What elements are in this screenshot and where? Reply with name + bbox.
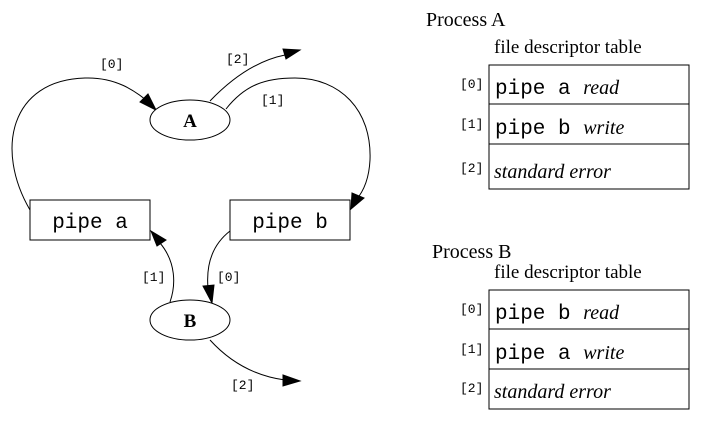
process-label: A <box>183 111 197 132</box>
table-row: [0] pipe b read <box>460 302 620 326</box>
edge-label: [2] <box>231 378 254 393</box>
edge-label: [1] <box>261 93 284 108</box>
fd-entry-name: pipe b <box>495 118 583 141</box>
fd-entry: pipe a write <box>495 342 624 366</box>
edge-B-to-pipe-a: [1] <box>142 229 175 303</box>
table-title: Process A <box>426 9 506 31</box>
fd-entry: pipe a read <box>495 77 620 101</box>
pipe-box <box>229 199 351 241</box>
edge-line <box>209 339 286 381</box>
edge-pipe-b-to-B: [0] <box>202 230 240 305</box>
pipe-box <box>29 199 151 241</box>
arrowhead <box>350 192 365 211</box>
table-frame <box>488 64 690 190</box>
pipe-label: pipe b <box>252 212 328 235</box>
fd-entry: standard error <box>494 161 611 183</box>
fd-entry: standard error <box>494 381 611 403</box>
fd-index: [1] <box>460 117 483 132</box>
edge-line <box>11 77 153 211</box>
process-ellipse <box>149 299 231 341</box>
edge-pipe-a-to-A: [0] <box>11 57 158 211</box>
table-row: [0] pipe a read <box>460 77 620 101</box>
table-subtitle: file descriptor table <box>494 37 642 58</box>
table-row: [2] standard error <box>460 381 611 403</box>
fd-entry-mode: write <box>583 117 624 139</box>
fd-index: [2] <box>460 381 483 396</box>
fd-entry-mode: standard error <box>494 161 611 183</box>
edge-line <box>207 230 231 289</box>
arrowhead <box>202 284 215 305</box>
fd-index: [0] <box>460 77 483 92</box>
edge-label: [1] <box>142 270 165 285</box>
edge-line <box>159 242 175 303</box>
arrowhead <box>282 374 302 387</box>
process-label: B <box>184 311 197 332</box>
fd-entry-name: pipe b <box>495 303 583 326</box>
fd-entry-name: pipe a <box>495 343 583 366</box>
process-ellipse <box>149 99 231 141</box>
table-row: [1] pipe a write <box>460 342 624 366</box>
edge-A-to-pipe-b: [1] <box>225 77 371 211</box>
edge-B-to-stderr: [2] <box>209 339 302 393</box>
pipe-node-b: pipe b <box>229 199 351 241</box>
fd-table-process-B: Process B file descriptor table [0] pipe… <box>432 241 690 410</box>
fd-entry: pipe b read <box>495 302 620 326</box>
fd-entry-mode: read <box>583 302 620 324</box>
fd-entry-mode: read <box>583 77 620 99</box>
process-node-A: A <box>149 99 231 141</box>
fd-index: [0] <box>460 302 483 317</box>
fd-table-process-A: Process A file descriptor table [0] pipe… <box>426 9 690 190</box>
fd-index: [1] <box>460 342 483 357</box>
fd-entry-mode: standard error <box>494 381 611 403</box>
arrowhead <box>149 229 167 247</box>
fd-index: [2] <box>460 161 483 176</box>
edge-line <box>225 77 371 201</box>
table-subtitle: file descriptor table <box>494 262 642 283</box>
fd-entry-name: pipe a <box>495 78 583 101</box>
edge-line <box>209 54 286 102</box>
edge-label: [2] <box>226 52 249 67</box>
table-row: [1] pipe b write <box>460 117 624 141</box>
process-node-B: B <box>149 299 231 341</box>
fd-entry: pipe b write <box>495 117 624 141</box>
pipe-node-a: pipe a <box>29 199 151 241</box>
table-row: [2] standard error <box>460 161 611 183</box>
table-title: Process B <box>432 241 511 263</box>
fd-entry-mode: write <box>583 342 624 364</box>
arrowhead <box>282 48 302 60</box>
edge-label: [0] <box>100 57 123 72</box>
table-frame <box>488 289 690 410</box>
arrowhead <box>139 93 158 112</box>
edge-label: [0] <box>217 270 240 285</box>
pipe-label: pipe a <box>52 212 128 235</box>
edge-A-to-stderr: [2] <box>209 48 302 102</box>
